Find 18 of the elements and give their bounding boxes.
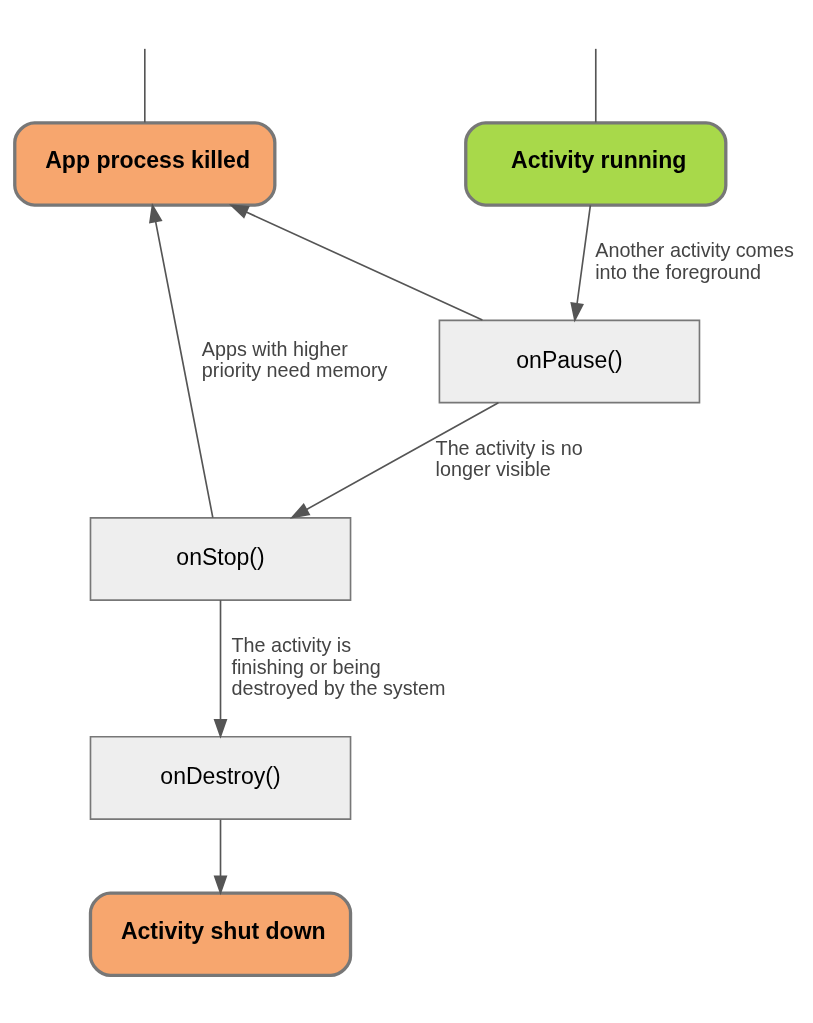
node-box: onDestroy() (89, 735, 352, 820)
arrow (228, 204, 484, 321)
arrow (213, 818, 228, 896)
node-box: Activity shut down (88, 891, 353, 978)
arrow (213, 599, 228, 739)
node-box: onStop() (89, 517, 352, 601)
edge-label: Another activity comes into the foreground (595, 239, 794, 283)
node-box: onPause() (438, 319, 701, 404)
connector (143, 48, 146, 124)
edge-label: Apps with higher priority need memory (201, 337, 388, 382)
arrow (570, 204, 592, 323)
edge-label: The activity is finishing or being destroyed by the system (231, 634, 446, 699)
node-box: App process killed (13, 121, 277, 207)
node-box: Activity running (464, 121, 728, 207)
edge-label: The activity is no longer visible (435, 436, 583, 481)
connector (594, 48, 597, 124)
arrow (148, 202, 214, 519)
arrow (289, 401, 500, 519)
